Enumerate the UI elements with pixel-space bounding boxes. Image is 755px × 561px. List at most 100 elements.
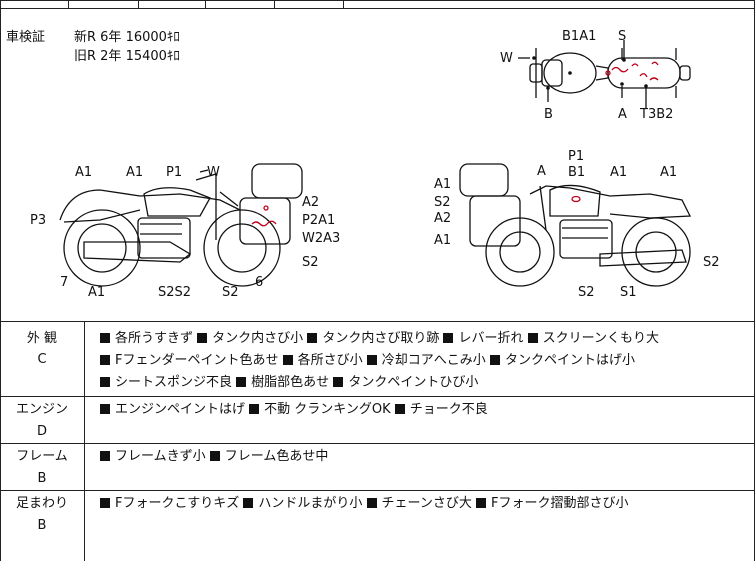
condition-item: 各所うすきず (100, 331, 193, 346)
condition-item-text: チェーンさび大 (381, 496, 472, 511)
condition-item: エンジンペイントはげ (100, 402, 245, 417)
condition-item-text: エンジンペイントはげ (115, 402, 246, 417)
left-label-a2: A2 (302, 195, 320, 210)
diagram-bottom (0, 321, 755, 322)
right-label-b1: B1 (568, 165, 586, 180)
condition-item-text: タンク内さび取り跡 (322, 331, 440, 346)
row-divider-1 (0, 396, 755, 397)
condition-item: 不動 クランキングOK (249, 402, 391, 417)
header-divider-3 (205, 0, 206, 8)
section-items-engine: エンジンペイントはげ 不動 クランキングOK チョーク不良 (100, 399, 750, 421)
condition-item: フレーム色あせ中 (209, 449, 329, 464)
condition-item-text: タンクペイントはげ小 (504, 353, 635, 368)
top-label-s: S (618, 29, 627, 44)
condition-item: タンクペイントひび小 (333, 375, 478, 390)
bullet-square-icon (100, 498, 110, 508)
bullet-square-icon (100, 451, 110, 461)
bullet-square-icon (394, 404, 405, 414)
top-label-t3b2: T3B2 (640, 107, 674, 122)
condition-item-text: シートスポンジ不良 (115, 375, 233, 390)
registration-new: 新R 6年 16000ｷﾛ (74, 30, 180, 45)
condition-item-text: チョーク不良 (409, 402, 488, 417)
condition-item-text: フレームきず小 (115, 449, 206, 464)
bullet-square-icon (366, 498, 377, 508)
condition-item: Fフェンダーペイント色あせ (100, 353, 278, 368)
header-divider-2 (138, 0, 139, 8)
left-label-s2-bottom: S2 (222, 285, 239, 300)
left-label-a1-bottom: A1 (88, 285, 106, 300)
motorcycle-left-side-drawing (59, 163, 303, 287)
bullet-square-icon (209, 451, 220, 461)
condition-item: Fフォーク摺動部さび小 (476, 496, 629, 511)
condition-item: タンクペイントはげ小 (489, 353, 635, 368)
bullet-square-icon (100, 355, 110, 365)
right-label-a: A (537, 164, 546, 179)
top-border (0, 0, 755, 1)
condition-item-text: フレーム色あせ中 (224, 449, 329, 464)
left-label-w: W (207, 165, 220, 180)
bullet-square-icon (443, 333, 454, 343)
section-grade-frame: B (37, 471, 47, 486)
condition-item-text: 各所うすきず (115, 331, 194, 346)
condition-item-text: レバー折れ (458, 331, 524, 346)
right-label-s2-right: S2 (703, 255, 720, 270)
condition-item: Fフォークこすりキズ (100, 496, 239, 511)
condition-item-text: ハンドルまがり小 (258, 496, 363, 511)
condition-item-text: スクリーンくもり大 (542, 331, 659, 346)
header-divider-1 (68, 0, 69, 8)
bullet-square-icon (243, 498, 254, 508)
top-label-a: A (618, 107, 627, 122)
bullet-square-icon (100, 333, 110, 343)
bullet-square-icon (100, 404, 110, 414)
section-name-exterior: 外 観 (26, 331, 58, 346)
condition-item-text: 冷却コアへこみ小 (381, 353, 486, 368)
left-border (0, 0, 1, 561)
row-divider-3 (0, 490, 755, 491)
section-grade-suspension: B (37, 518, 47, 533)
condition-item: タンク内さび取り跡 (307, 331, 439, 346)
right-label-a2-left: A2 (434, 211, 452, 226)
condition-item-text: Fフォークこすりキズ (115, 496, 240, 511)
header-divider-5 (343, 0, 344, 8)
condition-item: レバー折れ (443, 331, 523, 346)
left-label-p3: P3 (30, 213, 47, 228)
section-grade-exterior: C (37, 352, 47, 367)
bullet-square-icon (197, 333, 208, 343)
condition-item: チョーク不良 (394, 402, 488, 417)
section-name-frame: フレーム (16, 449, 68, 464)
left-label-p2a1: P2A1 (302, 213, 336, 228)
section-items-frame: フレームきず小 フレーム色あせ中 (100, 446, 750, 468)
condition-item: シートスポンジ不良 (100, 375, 232, 390)
category-column-divider (84, 321, 85, 561)
section-name-engine: エンジン (15, 402, 68, 417)
bullet-square-icon (476, 498, 487, 508)
bullet-square-icon (100, 377, 110, 387)
condition-item-text: Fフォーク摺動部さび小 (491, 496, 629, 511)
condition-item: チェーンさび大 (366, 496, 472, 511)
left-label-s2s2: S2S2 (158, 285, 192, 300)
motorcycle-top-view-drawing (518, 40, 691, 108)
left-label-7: 7 (60, 275, 69, 290)
left-label-a1-1: A1 (75, 165, 93, 180)
bullet-square-icon (236, 377, 247, 387)
condition-item: 各所さび小 (282, 353, 363, 368)
condition-item-text: Fフェンダーペイント色あせ (115, 353, 279, 368)
condition-item-text: 不動 クランキングOK (264, 402, 391, 417)
left-label-6: 6 (255, 275, 264, 290)
condition-item: タンク内さび小 (197, 331, 303, 346)
bullet-square-icon (307, 333, 318, 343)
condition-item-text: タンクペイントひび小 (348, 375, 479, 390)
bullet-square-icon (282, 355, 293, 365)
right-label-a1-far: A1 (660, 165, 678, 180)
condition-item: 樹脂部色あせ (236, 375, 329, 390)
registration-label: 車検証 (6, 30, 46, 45)
left-label-a1-2: A1 (126, 165, 144, 180)
registration-old: 旧R 2年 15400ｷﾛ (74, 49, 180, 64)
left-label-s2-right: S2 (302, 255, 319, 270)
condition-item-text: 樹脂部色あせ (251, 375, 330, 390)
right-label-a1-mid: A1 (610, 165, 628, 180)
bullet-square-icon (333, 377, 344, 387)
right-label-a1-left: A1 (434, 177, 452, 192)
condition-item-text: タンク内さび小 (212, 331, 304, 346)
